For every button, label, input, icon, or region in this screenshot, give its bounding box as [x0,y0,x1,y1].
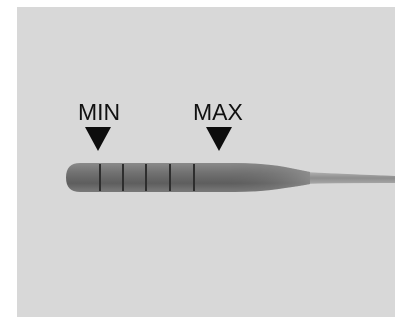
dipstick-rod [305,172,395,184]
max-label: MAX [193,101,243,124]
max-marker-icon [206,127,232,151]
min-marker-icon [85,127,111,151]
min-label: MIN [78,101,120,124]
